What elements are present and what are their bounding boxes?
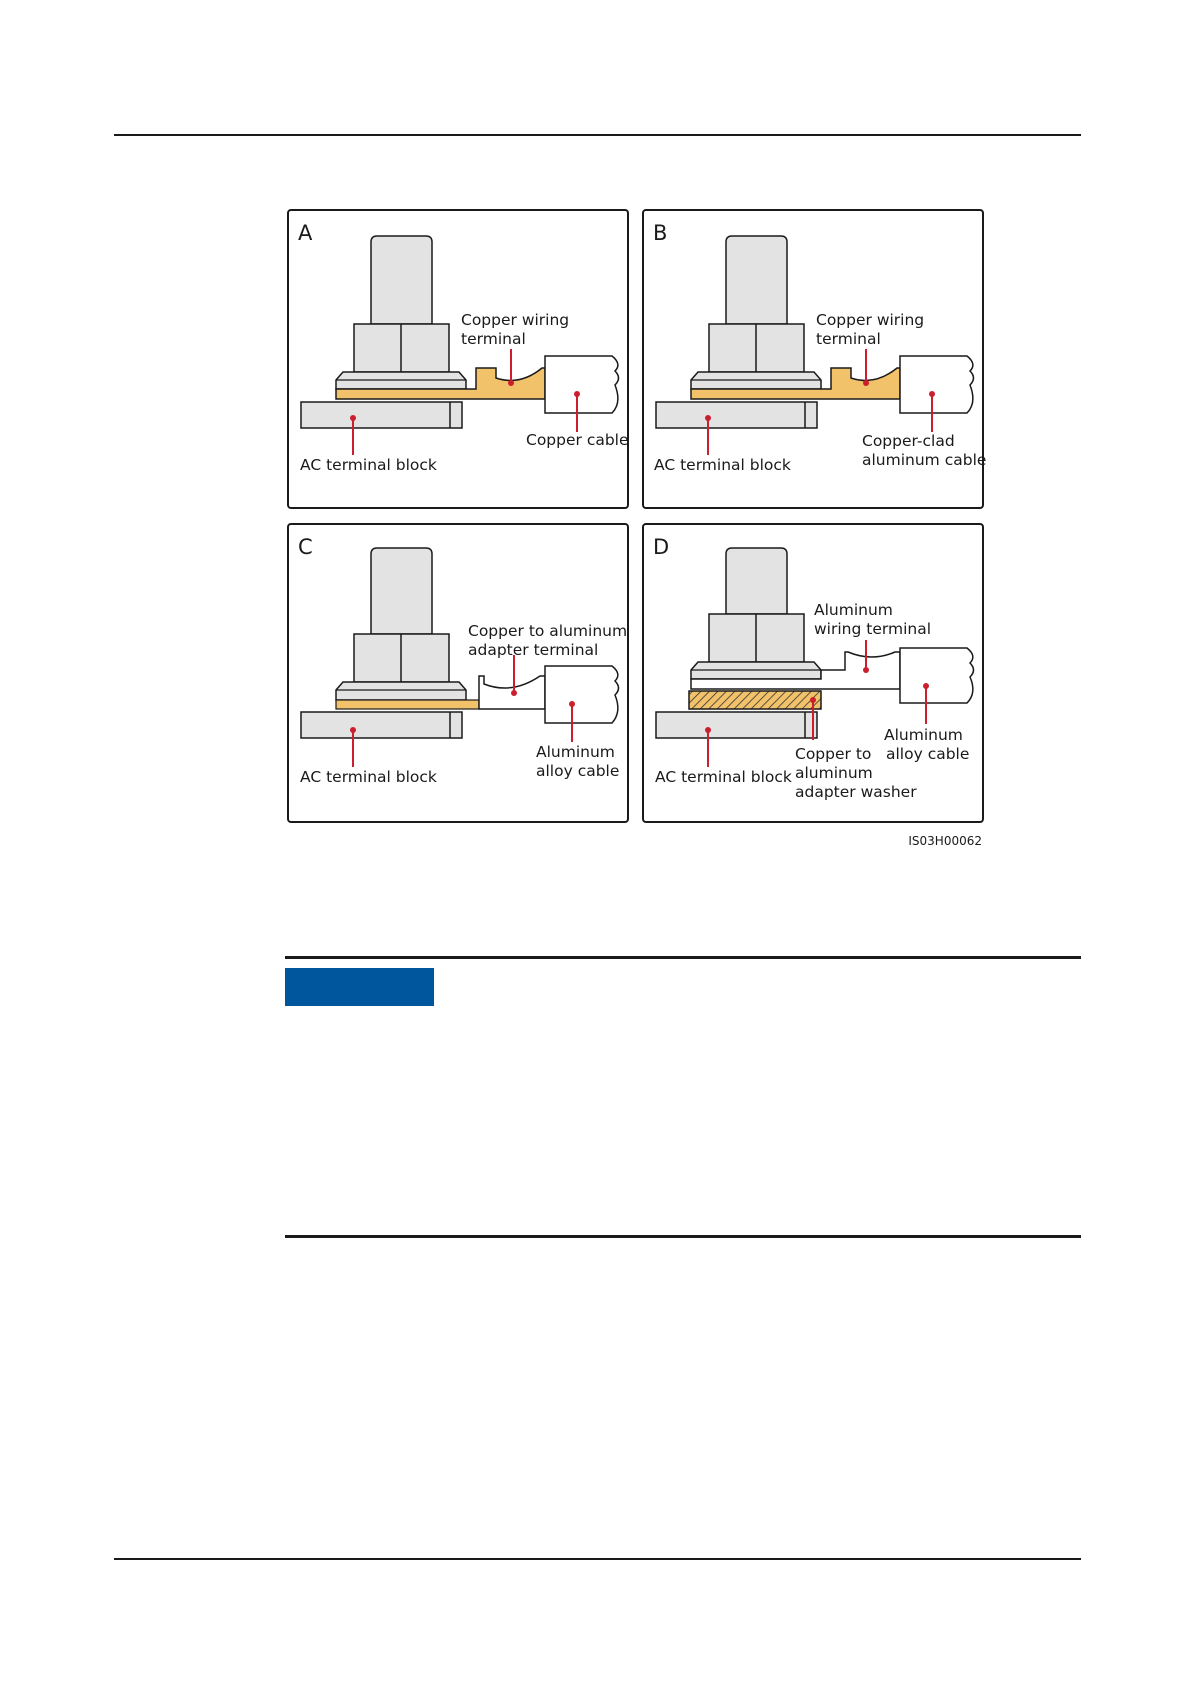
panel-d-terminal-label-2: wiring terminal xyxy=(814,620,931,638)
panel-b-letter: B xyxy=(653,221,667,245)
copper-cable xyxy=(544,355,620,414)
panel-d-terminal-label-1: Aluminum xyxy=(814,601,893,619)
panel-b-cable-label-1: Copper-clad xyxy=(862,432,955,450)
note-badge xyxy=(285,968,434,1006)
panel-d-cable-label-2: alloy cable xyxy=(886,745,969,763)
bolt-shank xyxy=(370,235,433,325)
bolt-shank xyxy=(370,547,433,635)
panel-b-terminal-label-1: Copper wiring xyxy=(816,311,924,329)
panel-c-cable-label-2: alloy cable xyxy=(536,762,619,780)
figure-id: IS03H00062 xyxy=(908,834,982,848)
panel-a-terminal-label-1: Copper wiring xyxy=(461,311,569,329)
panel-c: C Copper to aluminum adapter terminal Al… xyxy=(287,523,629,823)
adapter-terminal-copper-part xyxy=(335,699,480,710)
panel-a-block-label: AC terminal block xyxy=(300,456,437,474)
panel-c-cable-label-1: Aluminum xyxy=(536,743,615,761)
panel-c-letter: C xyxy=(298,535,313,559)
panel-d-cable-label-1: Aluminum xyxy=(884,726,963,744)
aluminum-alloy-cable xyxy=(544,665,620,724)
panel-b-terminal-label-2: terminal xyxy=(816,330,881,348)
ac-terminal-block xyxy=(300,401,463,429)
figure-svg: A Copper wiring terminal Copper cable AC… xyxy=(287,209,986,848)
panel-c-terminal-label-2: adapter terminal xyxy=(468,641,598,659)
copper-to-aluminum-adapter-washer xyxy=(688,690,822,710)
panel-d-letter: D xyxy=(653,535,669,559)
copper-clad-aluminum-cable xyxy=(899,355,975,414)
panel-d-washer-label-2: aluminum xyxy=(795,764,873,782)
panel-b-cable-label-2: aluminum cable xyxy=(862,451,986,469)
washer xyxy=(335,681,467,701)
panel-a: A Copper wiring terminal Copper cable AC… xyxy=(287,209,629,509)
panel-d: D Aluminum wiring terminal Aluminum allo… xyxy=(642,523,984,823)
panel-c-terminal-label-1: Copper to aluminum xyxy=(468,622,627,640)
ac-terminal-block xyxy=(300,711,463,739)
panel-a-letter: A xyxy=(298,221,313,245)
panel-d-washer-label-3: adapter washer xyxy=(795,783,917,801)
panel-a-terminal-label-2: terminal xyxy=(461,330,526,348)
panel-d-washer-label-1: Copper to xyxy=(795,745,871,763)
header-rule xyxy=(114,134,1081,136)
note-top-rule xyxy=(285,956,1081,959)
note-bottom-rule xyxy=(285,1235,1081,1238)
panel-a-cable-label: Copper cable xyxy=(526,431,629,449)
aluminum-wiring-terminal xyxy=(690,651,901,690)
footer-rule xyxy=(114,1558,1081,1560)
bolt-shank xyxy=(725,547,788,615)
terminal-connection-figure: A Copper wiring terminal Copper cable AC… xyxy=(287,209,986,848)
bolt-shank xyxy=(725,235,788,325)
panel-d-block-label: AC terminal block xyxy=(655,768,792,786)
ac-terminal-block xyxy=(655,401,818,429)
aluminum-alloy-cable xyxy=(899,647,975,704)
panel-c-block-label: AC terminal block xyxy=(300,768,437,786)
panel-b: B Copper wiring terminal Copper-clad alu… xyxy=(642,209,986,509)
ac-terminal-block xyxy=(655,711,818,739)
panel-b-block-label: AC terminal block xyxy=(654,456,791,474)
